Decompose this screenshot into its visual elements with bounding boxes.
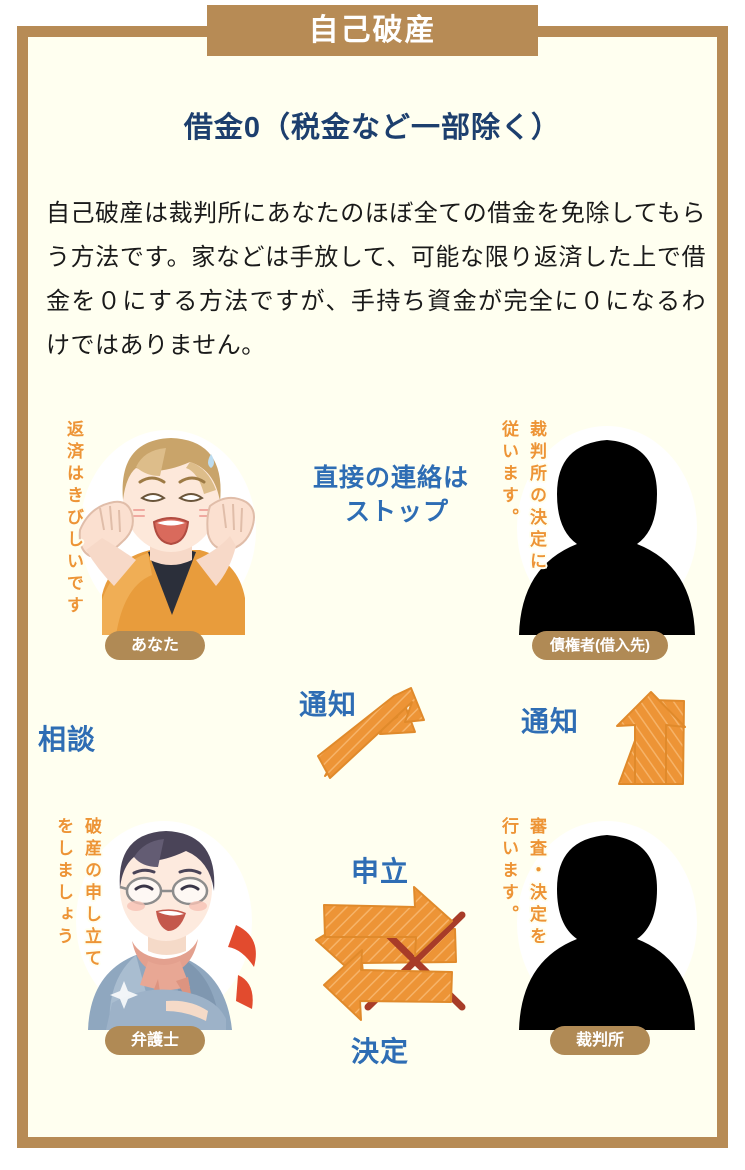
notify-creditor-label: 通知 xyxy=(521,706,580,737)
creditor-speech-line-2: 従います。 xyxy=(499,420,518,530)
cross-out-icon xyxy=(364,911,466,1011)
lawyer-speech-line-2: をしましょう xyxy=(54,817,73,949)
consult-label: 相談 xyxy=(38,724,97,755)
you-figure xyxy=(40,410,270,635)
lawyer-illustration xyxy=(76,821,256,1030)
ribbon-tail-right xyxy=(538,26,728,37)
stop-contact-label-line-2: ストップ xyxy=(345,498,450,526)
distressed-person-illustration xyxy=(78,430,256,635)
court-speech-line-2: 行います。 xyxy=(499,817,518,927)
decision-label: 決定 xyxy=(351,1036,410,1067)
flow-diagram: 返済はきびしいです あなた 裁判所の決定に 従います。 債権者(借入先) xyxy=(0,400,745,1090)
actor-card-you: 返済はきびしいです あなた xyxy=(40,410,270,660)
you-speech: 返済はきびしいです xyxy=(64,420,83,618)
petition-label: 申立 xyxy=(351,856,410,887)
person-silhouette xyxy=(517,426,697,635)
arrow-stop-contact xyxy=(315,910,457,984)
creditor-label: 債権者(借入先) xyxy=(532,631,668,660)
stop-contact-label-line-1: 直接の連絡は xyxy=(313,464,470,492)
lawyer-label: 弁護士 xyxy=(104,1026,206,1055)
creditor-figure xyxy=(485,410,715,635)
lawyer-figure xyxy=(40,805,270,1030)
arrow-petition xyxy=(323,886,453,957)
actor-card-court: 審査・決定を 行います。 裁判所 xyxy=(485,805,715,1055)
arrow-decision xyxy=(323,949,453,1021)
lawyer-speech-line-1: 破産の申し立て xyxy=(82,817,101,971)
body-paragraph: 自己破産は裁判所にあなたのほぼ全ての借金を免除してもらう方法です。家などは手放し… xyxy=(46,200,706,359)
actor-card-lawyer: 破産の申し立て をしましょう 弁護士 xyxy=(40,805,270,1055)
banner-title: 自己破産 xyxy=(308,13,437,47)
arrow-notify-creditor xyxy=(616,691,686,785)
court-figure xyxy=(485,805,715,1030)
title-banner: 自己破産 xyxy=(207,5,538,56)
ribbon-tail-left xyxy=(17,26,207,37)
court-label: 裁判所 xyxy=(549,1026,651,1055)
court-speech-line-1: 審査・決定を xyxy=(527,817,546,949)
creditor-speech-line-1: 裁判所の決定に xyxy=(527,420,546,574)
page-heading: 借金0（税金など一部除く） xyxy=(183,112,562,144)
you-label: あなた xyxy=(104,631,206,660)
person-silhouette xyxy=(517,821,697,1030)
notify-court-label: 通知 xyxy=(299,689,358,720)
actor-card-creditor: 裁判所の決定に 従います。 債権者(借入先) xyxy=(485,410,715,660)
